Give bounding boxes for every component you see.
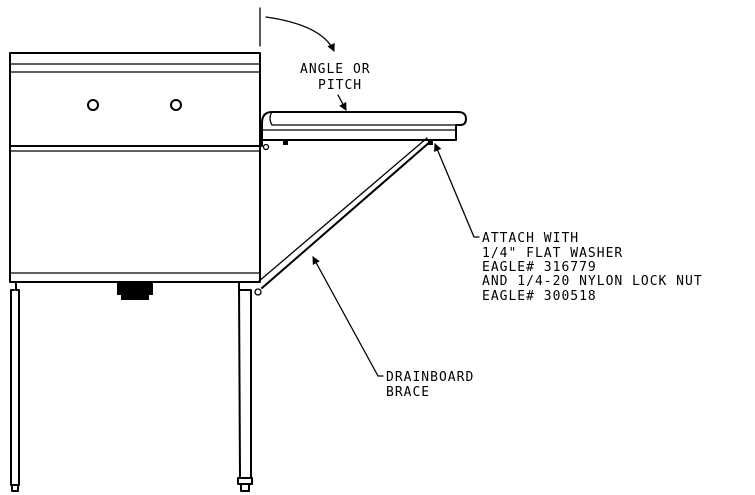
sink-legs [10, 281, 262, 492]
attach-label-line4: AND 1/4-20 NYLON LOCK NUT [482, 274, 703, 289]
leader-lines [312, 143, 480, 377]
brace-label-line2: BRACE [386, 385, 430, 400]
brace-label-line1: DRAINBOARD [386, 370, 474, 385]
faucet-holes [87, 99, 182, 111]
attach-label: ATTACH WITH 1/4" FLAT WASHER EAGLE# 3167… [482, 231, 703, 304]
attach-label-line2: 1/4" FLAT WASHER [482, 246, 623, 261]
attach-label-line5: EAGLE# 300518 [482, 289, 597, 304]
faucet-hole-left [87, 99, 99, 111]
attach-label-line3: EAGLE# 316779 [482, 260, 597, 275]
sink-body [9, 52, 261, 283]
brace-label: DRAINBOARD BRACE [386, 370, 474, 400]
angle-label-line2: PITCH [318, 78, 362, 93]
angle-label-line1: ANGLE OR [300, 62, 371, 77]
drainboard-brace [257, 137, 432, 289]
drain-outlet [117, 282, 153, 300]
attach-label-line1: ATTACH WITH [482, 231, 579, 246]
angle-indicator [259, 7, 347, 111]
faucet-hole-right [170, 99, 182, 111]
angle-label: ANGLE OR PITCH [300, 62, 371, 93]
